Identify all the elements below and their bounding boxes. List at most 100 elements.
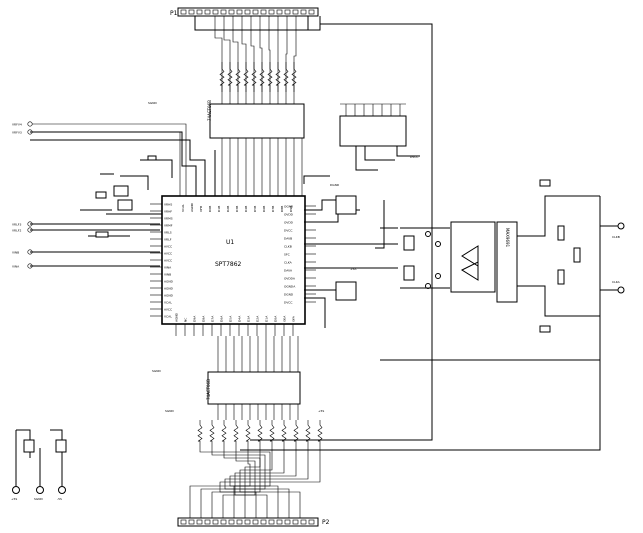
u1-left-pin-label: AVCC — [164, 251, 172, 255]
input-wire — [32, 131, 181, 196]
input-label: VINA — [12, 265, 20, 269]
u1-bottom-pin-label: D7A — [211, 315, 215, 322]
u1-right-pin-label: DGND — [284, 292, 294, 296]
u1-right-pin-label: DVCC — [284, 228, 293, 232]
u1-top-pin-label: D6B — [262, 206, 266, 212]
bus-wire — [293, 16, 297, 104]
u1-bottom-pin-label: D4A — [238, 315, 242, 322]
u1-top-pin-label: D5B — [253, 206, 257, 212]
connector-p1-label: P1 — [170, 10, 178, 17]
connector-pin — [188, 519, 195, 525]
u1-bottom-pin-label: NC — [184, 318, 188, 322]
u1-bottom-pin-label: D1A — [265, 315, 269, 322]
connector-pin — [308, 9, 315, 15]
connector-pin — [180, 519, 187, 525]
u1-right-pin-label: DAVB — [284, 236, 292, 240]
resistor — [267, 62, 273, 92]
bus-wire — [211, 446, 261, 518]
u1-part-number: SPT7862 — [215, 261, 242, 268]
u1-top-pin-label: AGND — [190, 202, 194, 212]
u1-right-pin-label: SFC — [284, 252, 290, 256]
u1-right-pin-label: OVDD — [284, 212, 294, 216]
connector-pin — [212, 519, 219, 525]
u1-bottom-pin-label: D3A — [247, 315, 251, 322]
label-plus5a: +5A — [350, 267, 357, 271]
connector-p2: P2 — [177, 517, 330, 527]
u1-top-pin-label: D7B — [271, 206, 275, 212]
connector-pin — [276, 9, 283, 15]
bus-wire — [229, 446, 297, 518]
resistor — [227, 62, 233, 92]
u1-chip: U1 SPT7862 VRHSVRHFVRMSVRMFVRLSVRLFAVCCA… — [150, 195, 316, 336]
u1-bottom-pin-label: D9A — [193, 315, 197, 322]
connector-pin — [228, 519, 235, 525]
lower-crossing-wires — [189, 446, 321, 518]
resistor — [221, 420, 227, 446]
u1-left-pin-label: VRLS — [164, 230, 172, 234]
u1-bottom-pin-label: D5A — [229, 315, 233, 322]
bus-wire — [239, 446, 273, 518]
terminal-minus5s — [58, 486, 66, 494]
resistor — [275, 62, 281, 92]
connector-pin — [220, 9, 227, 15]
bus-wire — [223, 16, 231, 104]
resistor — [293, 420, 299, 446]
clkb-label: CLKB — [612, 235, 620, 239]
clock-buffer-area: MAX9691 CLKB CLKA — [240, 179, 625, 451]
resistor — [259, 62, 265, 92]
u1-left-pin-label: AVCC — [164, 244, 172, 248]
bus-wire — [234, 446, 285, 518]
u1-top-pin-label: D1B — [217, 206, 221, 212]
connector-pin — [260, 519, 267, 525]
resistor — [197, 420, 203, 446]
upper-buffer-part: 74ACT06B — [207, 100, 212, 121]
u1-left-pin-label: VCAL — [164, 300, 172, 304]
connector-pin — [244, 9, 251, 15]
u1-bottom-pin-label: D8A — [202, 315, 206, 322]
label-dgnd: DGND — [330, 183, 340, 187]
bus-wire — [285, 16, 288, 104]
bus-wire — [200, 446, 266, 518]
u1-top-pin-label: D8B — [280, 206, 284, 212]
power-terminals: +5S SGND -5S — [11, 429, 67, 501]
u1-bottom-pin-label: D0A — [274, 315, 278, 322]
u1-left-pin-label: VRHF — [164, 209, 172, 213]
connector-p2-label: P2 — [322, 519, 330, 526]
bus-wire — [268, 16, 271, 104]
terminal-sgnd — [36, 486, 44, 494]
resistor — [219, 62, 225, 92]
clock-ic-part: MAX9691 — [505, 228, 510, 248]
u1-left-pin-label: AVCC — [164, 258, 172, 262]
resistor — [235, 62, 241, 92]
bus-wire — [241, 16, 247, 104]
connector-pin — [228, 9, 235, 15]
u1-label: U1 — [226, 239, 234, 246]
label-sgnd-1: SGND — [148, 101, 157, 105]
resistor — [245, 420, 251, 446]
connector-pin — [308, 519, 315, 525]
label-plus5s: +5S — [318, 409, 324, 413]
resistor — [209, 420, 215, 446]
u1-right-pin-label: OVDD — [284, 220, 294, 224]
u1-left-pin-label: VRLF — [164, 237, 172, 241]
connector-pin — [252, 9, 259, 15]
lower-resistor-array — [197, 420, 323, 446]
resistor — [283, 62, 289, 92]
connector-p1: P1 — [170, 7, 319, 17]
connector-pin — [188, 9, 195, 15]
upper-bus-wires — [194, 16, 433, 441]
u1-left-pin-label: VRMS — [164, 216, 173, 220]
resistor — [291, 62, 297, 92]
connector-pin — [236, 519, 243, 525]
input-label: VRLF3 — [12, 223, 22, 227]
lower-buffer-part: 74ACT06B — [206, 379, 211, 400]
resistor — [317, 420, 323, 446]
u1-right-pin-label: CLKA — [284, 260, 293, 264]
connector-pin — [292, 519, 299, 525]
upper-buffer-ic: 74ACT06B — [207, 100, 305, 196]
supply-label-plus5s: +5S — [11, 497, 17, 501]
bus-wire — [232, 16, 239, 104]
